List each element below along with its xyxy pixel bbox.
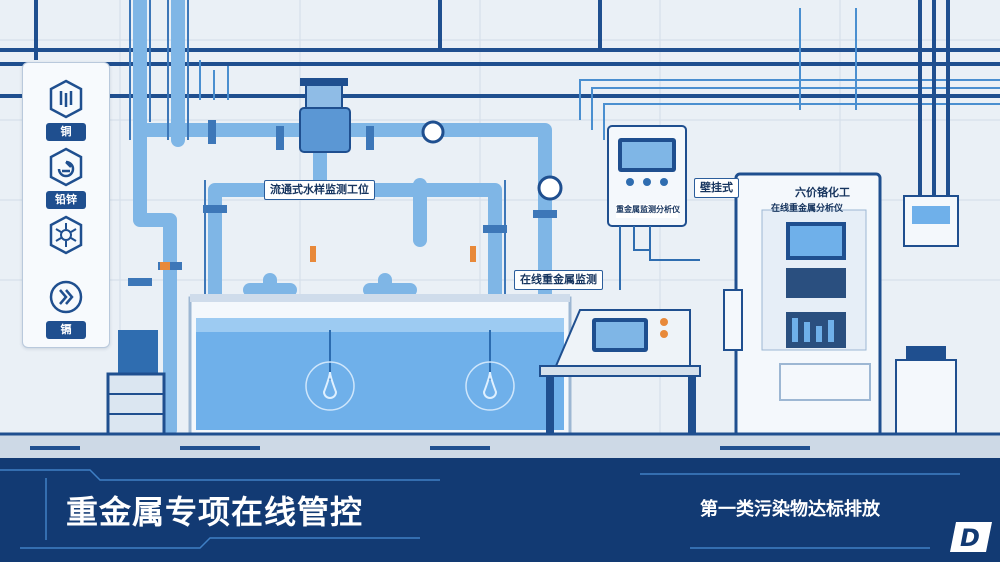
metal-legend-card: 铜 铅锌 镉: [22, 62, 110, 348]
floor-dashes: [30, 446, 810, 450]
brand-logo-icon: D: [950, 522, 992, 552]
side-control-box: [723, 195, 959, 437]
cadmium-icon: [49, 280, 83, 314]
legend-item-cadmium: 镉: [23, 277, 109, 347]
pump-stand: [106, 330, 166, 436]
desk-analyzer: [539, 309, 701, 436]
top-valve: [299, 78, 351, 153]
banner-title: 重金属专项在线管控: [66, 493, 364, 531]
label-online-monitor: 在线重金属监测: [514, 270, 603, 290]
label-flow-station: 流通式水样监测工位: [264, 180, 375, 200]
copper-icon: [49, 79, 83, 119]
label-wall-mount: 壁挂式: [694, 178, 739, 198]
legend-label-copper: 铜: [46, 123, 86, 141]
legend-item-molecule: [23, 215, 109, 285]
analyzer-cabinet: [734, 172, 882, 438]
legend-item-copper: 铜: [23, 79, 109, 149]
lead-zinc-icon: [49, 147, 83, 187]
pipe-outlines: [129, 0, 506, 300]
brand-glyph: D: [960, 524, 980, 552]
pipe-gauges: [421, 120, 563, 201]
label-cabinet-panel: 在线重金属分析仪: [771, 204, 844, 214]
banner-decor: [0, 469, 960, 549]
orange-valve-handles: [160, 246, 476, 270]
legend-label-cadmium: 镉: [46, 321, 86, 339]
wall-analyzer: [607, 125, 700, 290]
vertical-conduits: [34, 0, 950, 200]
ceiling-conduits: [0, 48, 1000, 98]
bottom-banner: [0, 458, 1000, 562]
molecule-icon: [49, 215, 83, 255]
legend-label-lead-zinc: 铅锌: [46, 191, 86, 209]
sampling-tank: [188, 294, 572, 436]
floor: [0, 434, 1000, 458]
thin-conduits: [199, 8, 1000, 140]
label-wall-analyzer: 重金属监测分析仪: [616, 205, 680, 214]
legend-item-lead-zinc: 铅锌: [23, 147, 109, 217]
label-cabinet-top: 六价铬化工: [795, 186, 850, 199]
banner-subtitle: 第一类污染物达标排放: [700, 499, 880, 520]
